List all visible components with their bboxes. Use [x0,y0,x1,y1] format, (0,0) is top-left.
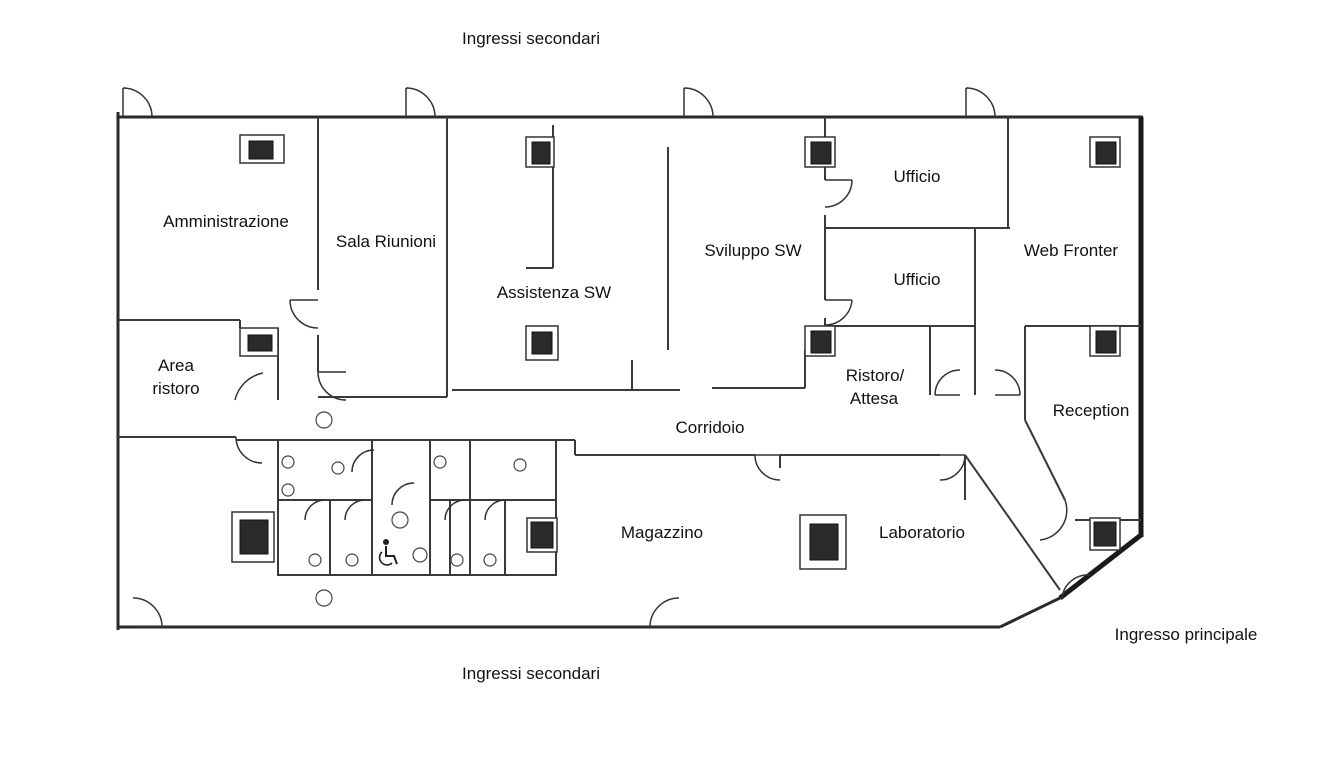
room-sviluppo-sw: Sviluppo SW [704,241,801,260]
room-ristoro-attesa-1: Ristoro/ [846,366,905,385]
label-bottom-entrances: Ingressi secondari [462,664,600,683]
labels: Ingressi secondari Ingressi secondari In… [152,29,1257,683]
room-magazzino: Magazzino [621,523,703,542]
room-corridoio: Corridoio [676,418,745,437]
pillars [231,134,1121,570]
room-ufficio-2: Ufficio [894,270,941,289]
restroom-fixtures [278,411,556,607]
room-web-fronter: Web Fronter [1024,241,1119,260]
room-ufficio-1: Ufficio [894,167,941,186]
room-area-ristoro-2: ristoro [152,379,199,398]
room-area-ristoro-1: Area [158,356,194,375]
room-amministrazione: Amministrazione [163,212,289,231]
room-assistenza-sw: Assistenza SW [497,283,611,302]
room-ristoro-attesa-2: Attesa [850,389,899,408]
label-main-entrance: Ingresso principale [1115,625,1258,644]
room-laboratorio: Laboratorio [879,523,965,542]
accessible-toilet-icon [378,539,398,566]
room-sala-riunioni: Sala Riunioni [336,232,436,251]
room-reception: Reception [1053,401,1130,420]
label-top-entrances: Ingressi secondari [462,29,600,48]
doors [122,87,1091,628]
